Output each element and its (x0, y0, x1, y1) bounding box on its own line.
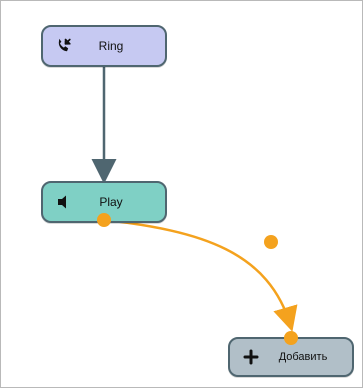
speaker-icon (55, 193, 73, 211)
add-node-label: Добавить (278, 351, 328, 363)
drag-handle-dot[interactable] (264, 235, 278, 249)
plus-icon (242, 348, 260, 366)
ring-node[interactable]: Ring (41, 25, 167, 67)
ring-node-label: Ring (98, 39, 124, 53)
play-output-handle[interactable] (97, 213, 111, 227)
play-to-add-connection[interactable] (104, 218, 298, 332)
play-node-label: Play (99, 195, 123, 209)
add-input-handle[interactable] (284, 331, 298, 345)
phone-incoming-icon (55, 37, 73, 55)
